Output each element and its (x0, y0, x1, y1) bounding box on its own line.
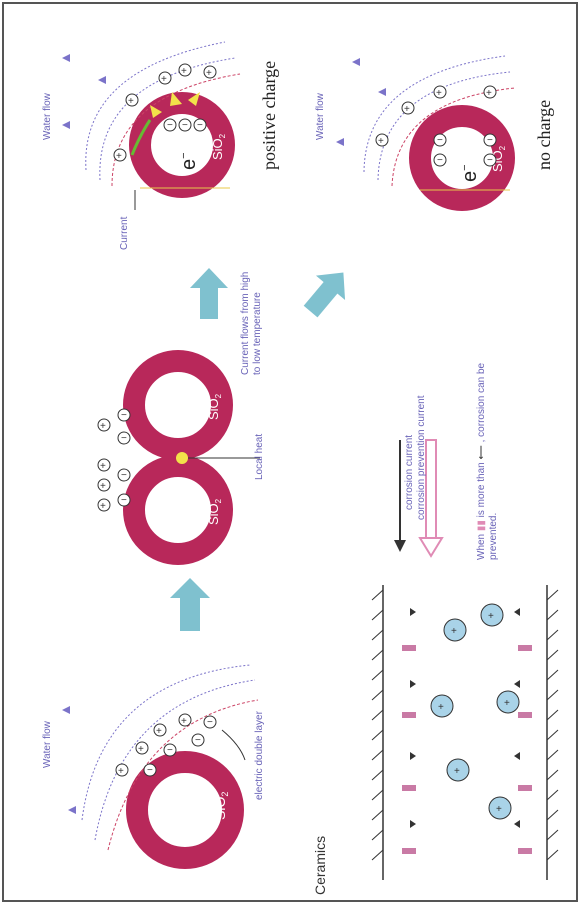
water-flow-label: Water flow (42, 720, 53, 768)
svg-text:−: − (147, 765, 153, 776)
svg-text:−: − (487, 135, 493, 146)
svg-text:+: + (100, 501, 106, 512)
legend-corrosion-label: corrosion current (404, 435, 415, 510)
current-flows-label-1: Current flows from high (240, 272, 251, 375)
svg-text:−: − (197, 120, 203, 131)
svg-text:+: + (128, 96, 134, 107)
legend-note-line2: prevented. (488, 513, 499, 560)
no-charge-title: no charge (534, 100, 554, 170)
svg-text:+: + (504, 698, 510, 709)
svg-text:+: + (181, 716, 187, 727)
svg-text:+: + (181, 66, 187, 77)
svg-text:+: + (486, 88, 492, 99)
svg-text:−: − (121, 433, 127, 444)
svg-text:+: + (496, 804, 502, 815)
svg-text:+: + (451, 626, 457, 637)
svg-text:−: − (167, 745, 173, 756)
svg-text:−: − (207, 717, 213, 728)
current-label: Current (119, 216, 130, 250)
positive-charge-title: positive charge (259, 61, 279, 170)
legend-note-line1: When ▮▮ is more than ⟵ , corrosion can b… (476, 362, 487, 560)
legend-prevention-label: corrosion prevention current (416, 395, 427, 520)
ceramics-label: Ceramics (312, 836, 328, 895)
svg-text:+: + (100, 421, 106, 432)
svg-text:−: − (195, 735, 201, 746)
svg-text:−: − (487, 155, 493, 166)
svg-text:−: − (182, 120, 188, 131)
svg-text:+: + (118, 766, 124, 777)
svg-text:+: + (100, 461, 106, 472)
svg-text:+: + (378, 136, 384, 147)
svg-text:−: − (121, 495, 127, 506)
svg-text:+: + (116, 151, 122, 162)
svg-text:+: + (100, 481, 106, 492)
svg-text:−: − (167, 120, 173, 131)
local-heat-spot (176, 452, 188, 464)
svg-text:+: + (404, 104, 410, 115)
svg-text:+: + (206, 68, 212, 79)
svg-text:+: + (156, 726, 162, 737)
electric-double-layer-label: electric double layer (254, 710, 265, 800)
svg-text:−: − (121, 470, 127, 481)
svg-text:+: + (454, 766, 460, 777)
svg-text:+: + (138, 744, 144, 755)
water-flow-label: Water flow (315, 92, 326, 140)
svg-text:+: + (438, 702, 444, 713)
local-heat-label: Local heat (254, 434, 265, 480)
svg-text:−: − (437, 135, 443, 146)
svg-text:−: − (437, 155, 443, 166)
svg-text:+: + (488, 611, 494, 622)
current-flows-label-2: to low temperature (252, 292, 263, 375)
svg-text:+: + (436, 88, 442, 99)
svg-text:+: + (161, 74, 167, 85)
svg-text:−: − (121, 410, 127, 421)
water-flow-label: Water flow (42, 92, 53, 140)
